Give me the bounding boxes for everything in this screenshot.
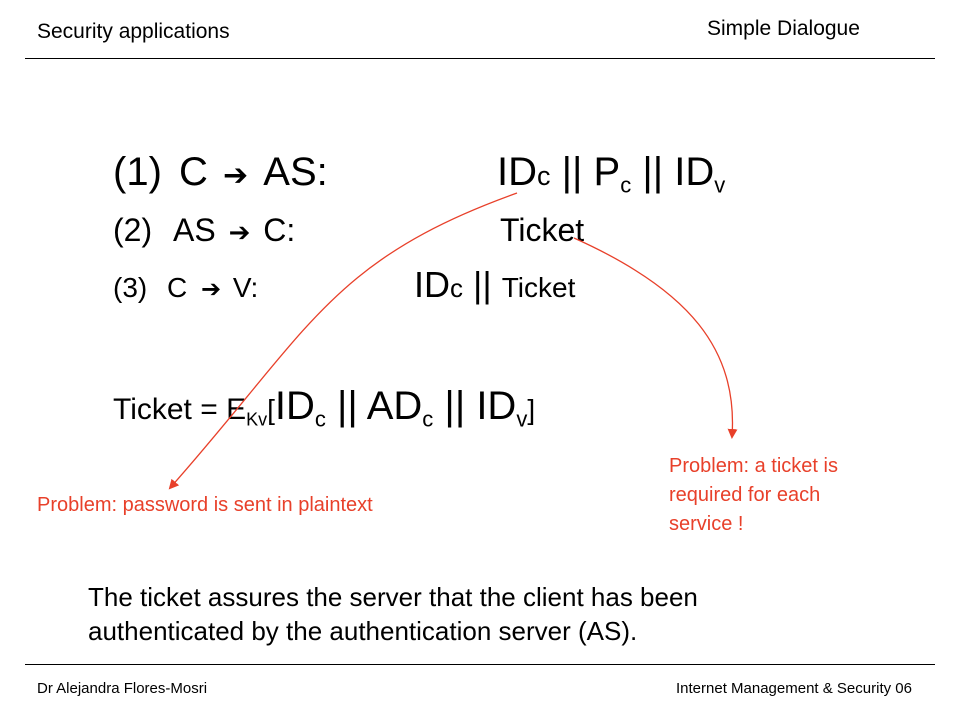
step-3-from: C [167, 272, 188, 303]
summary-text: The ticket assures the server that the c… [88, 580, 698, 648]
arrow-to-ticket-problem [573, 237, 738, 439]
header-divider [25, 58, 935, 59]
ticket-lhs: Ticket = E [113, 393, 247, 426]
arrow-right-icon: ➔ [223, 158, 249, 193]
step-2-to: C: [263, 212, 296, 248]
step-3-id: ID [414, 264, 450, 305]
summary-line-2: authenticated by the authentication serv… [88, 616, 638, 646]
ticket-problem-line-1: Problem: a ticket is [669, 455, 838, 477]
ticket-close-bracket: ] [527, 394, 536, 425]
ticket-id: ID [274, 384, 315, 428]
footer-divider [25, 664, 935, 665]
header-left: Security applications [37, 20, 230, 43]
header-right: Simple Dialogue [707, 17, 860, 40]
step-1-sep2: || ID [642, 150, 715, 194]
step-1-p-sub: c [620, 172, 632, 198]
step-2-number: (2) [113, 212, 153, 248]
footer-right: Internet Management & Security 06 [676, 680, 912, 697]
ticket-problem-line-3: service ! [669, 513, 744, 535]
step-3-message: IDc || Ticket [414, 264, 575, 306]
step-2-message: Ticket [500, 212, 585, 248]
ticket-id-sub: c [314, 406, 326, 432]
step-3-number: (3) [113, 272, 148, 303]
arrow-right-icon: ➔ [201, 275, 222, 303]
step-3-msg: Ticket [501, 272, 576, 303]
step-2: (2) AS ➔ C: [113, 212, 295, 249]
ticket-problem-line-2: required for each [669, 484, 821, 506]
step-3-to: V: [232, 272, 259, 303]
summary-line-1: The ticket assures the server that the c… [88, 582, 698, 612]
arrow-to-password-problem [168, 192, 518, 490]
step-1-to: AS: [263, 150, 328, 194]
step-1-number: (1) [113, 150, 162, 194]
step-1-id-sub: c [537, 161, 551, 191]
step-2-from: AS [173, 212, 216, 248]
ticket-sep1: || AD [337, 384, 423, 428]
arrow-right-icon: ➔ [228, 218, 251, 248]
step-1-from: C [179, 150, 208, 194]
step-1-v-sub: v [714, 172, 726, 198]
step-3: (3) C ➔ V: [113, 272, 258, 304]
step-1-sep1: || P [561, 150, 621, 194]
step-3-sep: || [473, 264, 492, 305]
ticket-key-sub: Kv [246, 409, 268, 430]
ticket-problem-note: Problem: a ticket is required for each s… [669, 452, 838, 539]
password-problem-note: Problem: password is sent in plaintext [37, 494, 373, 516]
footer-left: Dr Alejandra Flores-Mosri [37, 680, 208, 697]
ticket-ad-sub: c [422, 406, 434, 432]
ticket-open-bracket: [ [267, 394, 275, 425]
ticket-v-sub: v [516, 406, 528, 432]
step-1-message: IDc || Pc || IDv [497, 150, 726, 198]
step-3-id-sub: c [450, 273, 463, 303]
step-1-id: ID [497, 150, 537, 194]
ticket-definition: Ticket = EKv[IDc || ADc || IDv] [113, 384, 536, 432]
ticket-sep2: || ID [444, 384, 517, 428]
step-1: (1) C ➔ AS: [113, 150, 328, 195]
